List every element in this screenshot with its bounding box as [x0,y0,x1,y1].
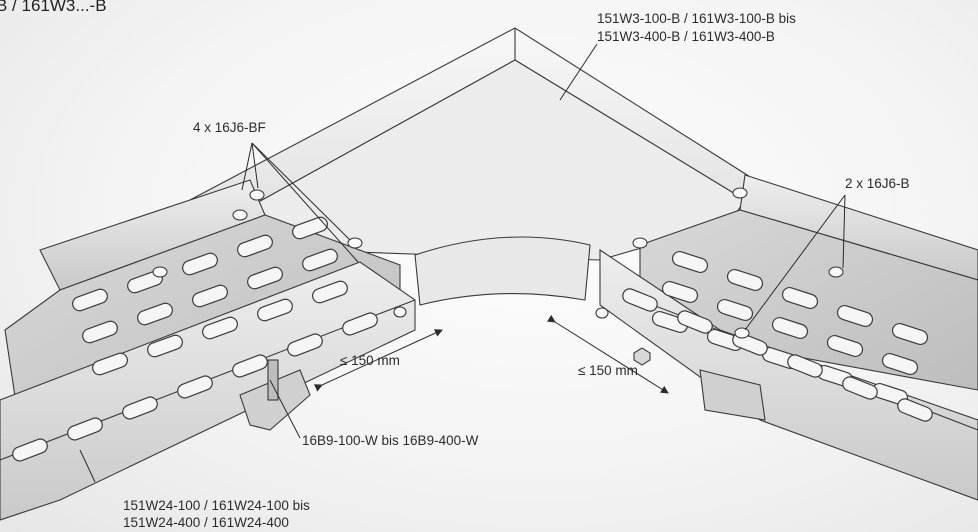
tray-slot [147,334,183,358]
tray-slot [182,252,218,276]
leader-lines [79,43,846,483]
tray-slot [202,316,238,340]
tray-slot [177,375,213,399]
tray-slot [257,298,293,322]
tray-slot [312,280,348,304]
tray-slot [237,234,273,258]
tray-slot [292,216,328,240]
support-right [699,369,766,421]
tray-slot [881,353,919,375]
tray-label-line1: 151W24-100 / 161W24-100 bis [123,498,310,513]
tray-slot [137,302,173,326]
tray-label-line2: 151W24-400 / 161W24-400 [123,515,289,530]
tray-slot [247,266,283,290]
tray-slot [787,354,823,378]
tray-slot [781,287,819,309]
tray-slot [826,335,864,357]
inner-bend [414,236,591,306]
tray-slot [836,305,874,327]
tray-slot [302,248,338,272]
tray-slot [72,288,108,312]
dimension-lines [313,314,669,394]
tray-slot [122,396,158,420]
dimension-right-label: ≤ 150 mm [578,363,638,378]
tray-slot [82,320,118,344]
tray-slot [891,323,929,345]
tray-slot [726,269,764,291]
tray-slot [842,376,878,400]
tray-slot [897,398,933,422]
support-label: 16B9-100-W bis 16B9-400-W [302,433,479,448]
tray-slot [671,251,709,273]
bolts-right-label: 2 x 16J6-B [845,176,910,191]
tray-slot [67,417,103,441]
figure-title: B / 161W3...-B [0,0,107,15]
tray-slot [12,438,48,462]
tray-slots [12,216,933,462]
tray-slot [92,352,128,376]
tray-slot [771,317,809,339]
tray-slot [232,354,268,378]
tray-slot [677,310,713,334]
tray-slot [661,281,699,303]
bolts-left-label: 4 x 16J6-BF [193,120,266,135]
cover-label-line2: 151W3-400-B / 161W3-400-B [597,29,775,44]
support-left [239,359,311,431]
tray-slot [716,299,754,321]
dimension-left-label: ≤ 150 mm [340,353,400,368]
cover-label-line1: 151W3-100-B / 161W3-100-B bis [597,11,796,26]
tray-slot [192,284,228,308]
tray-slot [622,288,658,312]
